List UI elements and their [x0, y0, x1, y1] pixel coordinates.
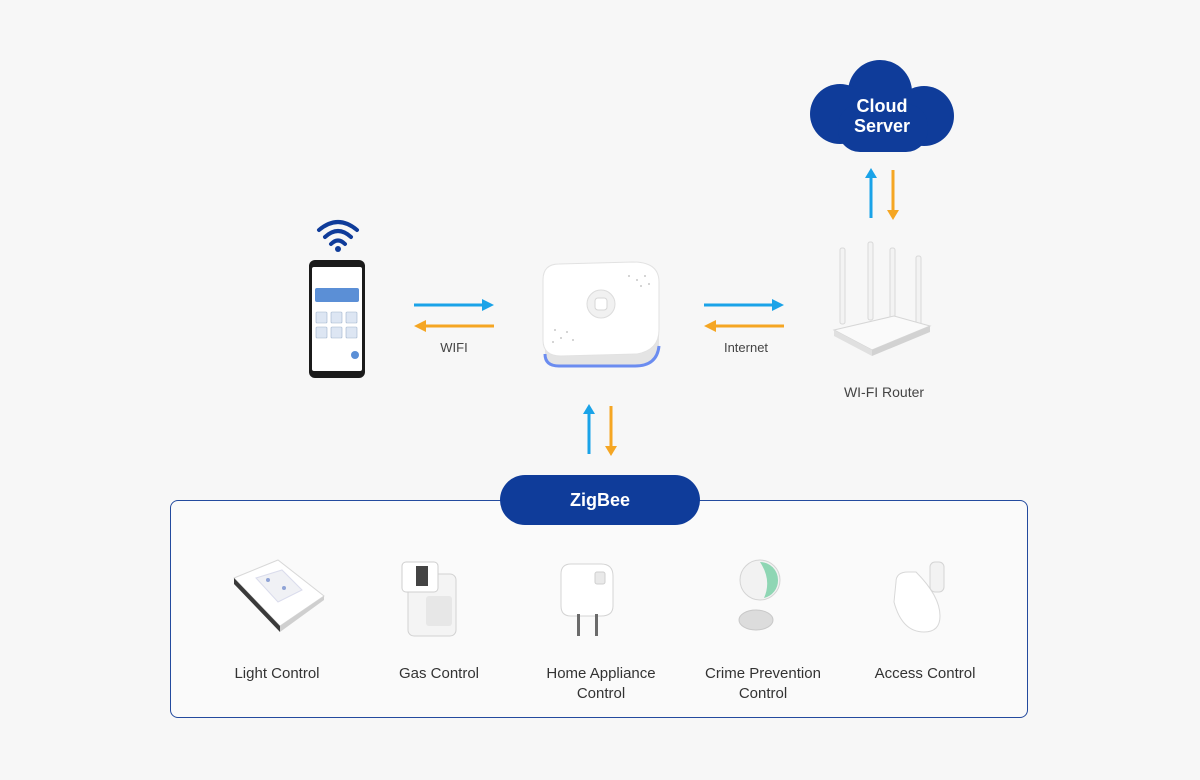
cloud-router-arrows	[865, 168, 899, 220]
hub-zigbee-arrows	[583, 404, 617, 456]
internet-arrows	[704, 299, 784, 332]
device-label-access-control: Access Control	[874, 665, 976, 682]
internet-label: Internet	[723, 340, 769, 355]
wifi-arrows	[414, 299, 494, 332]
gas-valve-icon	[401, 561, 457, 637]
router-icon	[832, 241, 932, 356]
smart-plug-icon	[560, 563, 614, 636]
device-label-crime-prevention-control: Crime Prevention Control	[705, 665, 821, 702]
smartphone-icon	[309, 260, 365, 378]
wifi-signal-icon	[317, 220, 359, 252]
cloud-server	[808, 58, 956, 154]
zigbee-hub-icon	[542, 261, 661, 368]
zigbee-badge: ZigBee	[500, 475, 700, 525]
device-label-gas-control: Gas Control	[398, 665, 480, 682]
router-label: WI-FI Router	[843, 384, 925, 400]
motion-sensor-icon	[738, 559, 781, 631]
cloud-icon	[810, 60, 954, 152]
light-switch-icon	[233, 559, 325, 632]
door-sensor-icon	[893, 561, 945, 633]
device-label-light-control: Light Control	[234, 665, 320, 682]
cloud-label: Cloud Server	[853, 96, 911, 136]
device-label-home-appliance-control: Home Appliance Control	[546, 665, 656, 702]
wifi-label: WIFI	[440, 340, 468, 355]
